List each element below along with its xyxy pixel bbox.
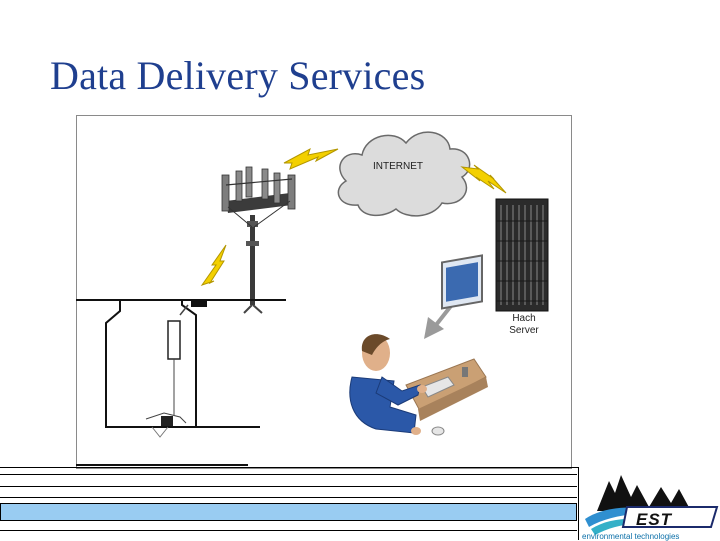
footer-rule-5 <box>0 530 577 531</box>
est-logo-tagline: environmental technologies <box>582 532 680 541</box>
footer-rule-2 <box>0 474 577 475</box>
lightning-bolt-tower-cloud <box>283 147 339 170</box>
cell-tower <box>221 166 296 314</box>
diagram-frame <box>76 115 572 469</box>
footer-accent-bar <box>0 503 577 521</box>
est-logo <box>578 467 720 540</box>
lightning-bolt-cloud-server <box>460 164 507 194</box>
slide-title: Data Delivery Services <box>50 53 426 98</box>
footer-rule-4 <box>0 497 577 498</box>
network-diagram: INTERNET Hach <box>76 131 549 466</box>
hach-server: Hach Server <box>495 198 549 336</box>
est-logo-name: EST <box>636 510 673 529</box>
internet-cloud: INTERNET <box>337 131 471 217</box>
server-label-line1: Hach <box>512 313 535 324</box>
est-logo-mark <box>585 475 719 535</box>
server-label-line2: Server <box>509 325 539 336</box>
lightning-bolt-site-tower <box>200 244 227 286</box>
footer-rule-3 <box>0 486 577 487</box>
footer-rule-1 <box>0 467 720 468</box>
monitoring-site <box>76 299 286 466</box>
cloud-label: INTERNET <box>373 161 423 172</box>
user-at-computer <box>349 254 488 436</box>
